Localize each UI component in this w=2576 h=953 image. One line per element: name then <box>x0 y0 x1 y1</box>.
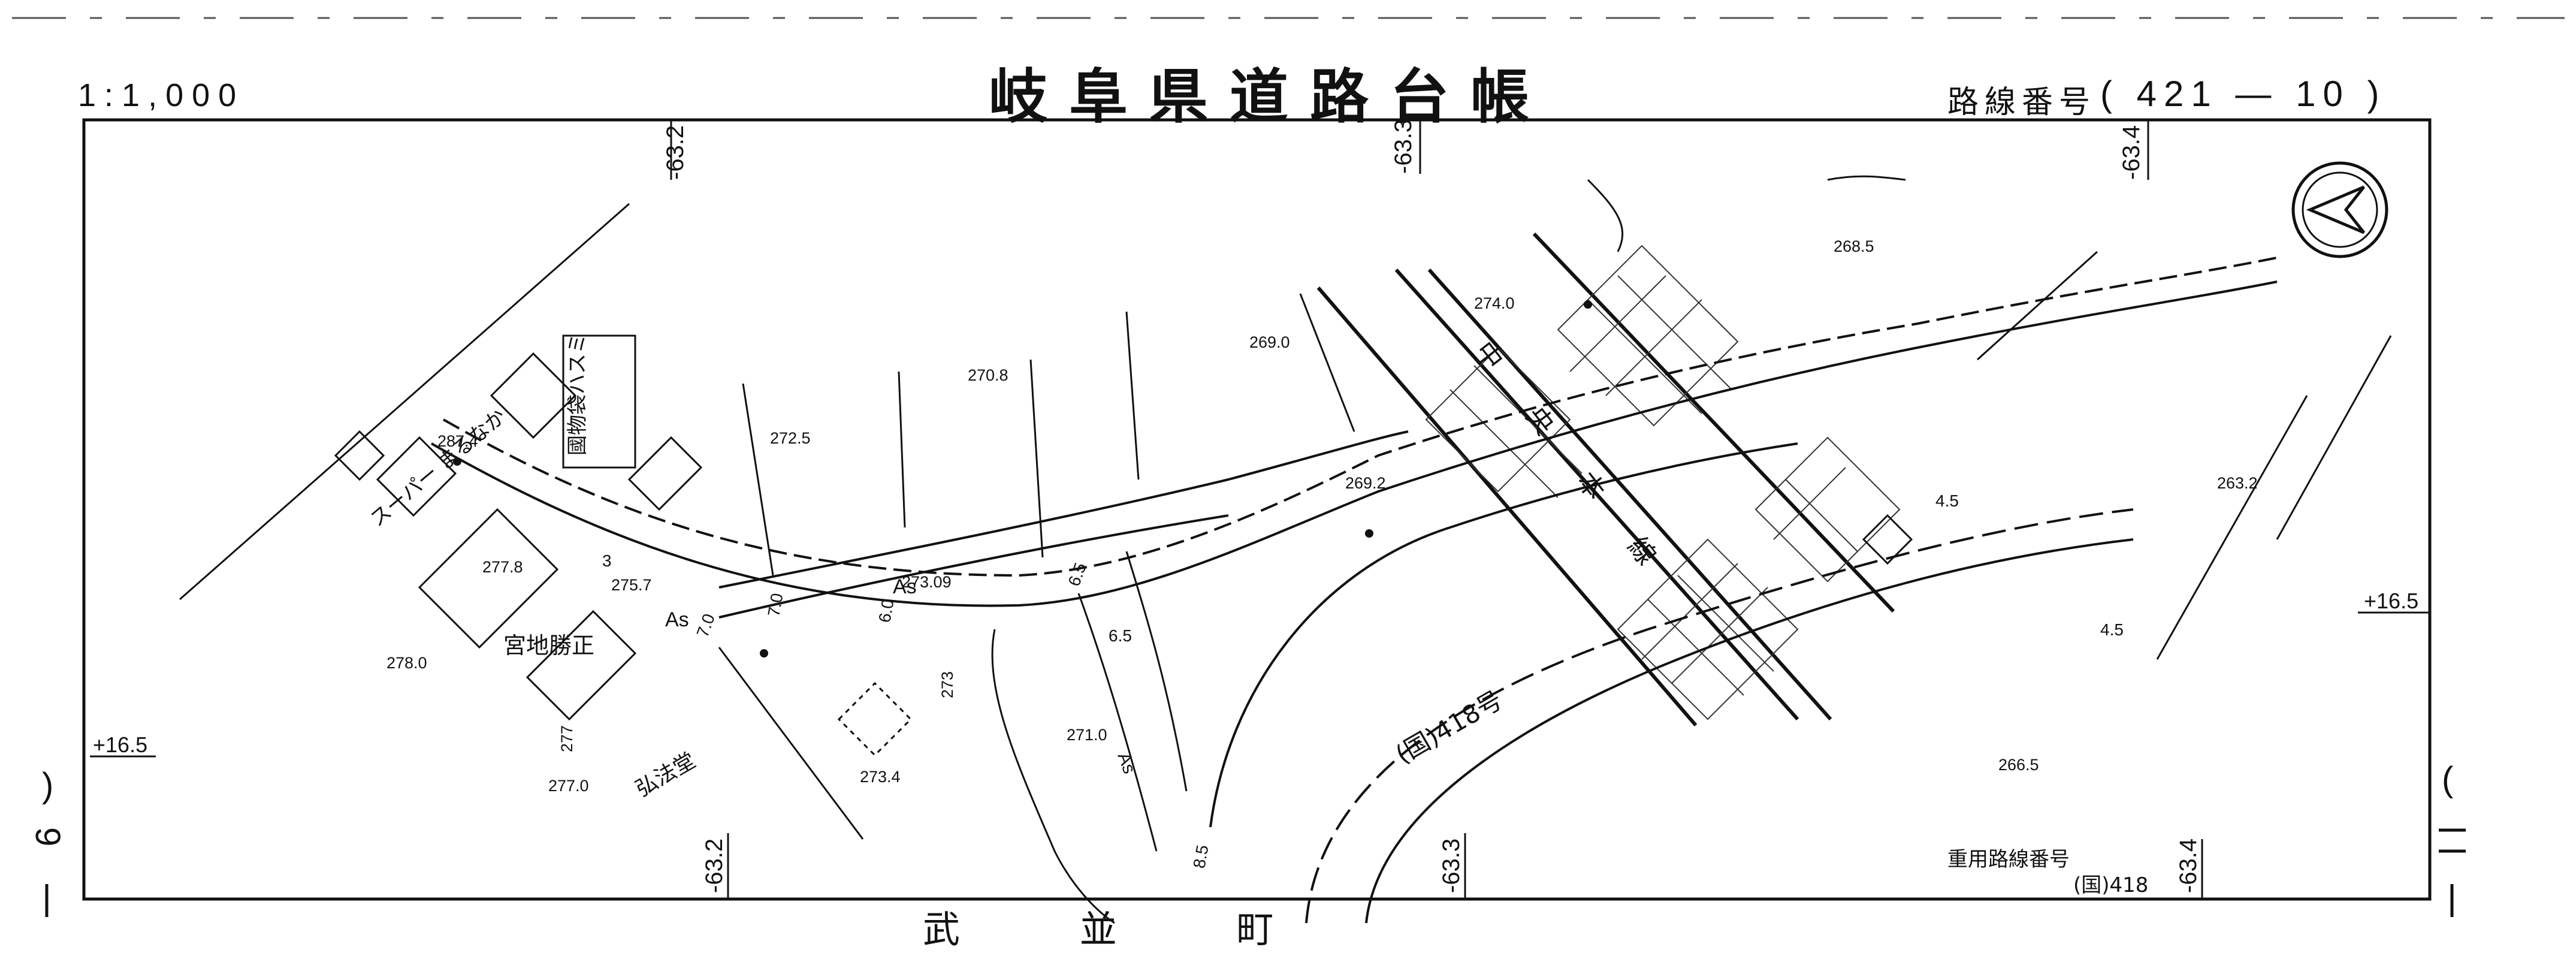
map-symbols <box>453 300 1592 658</box>
hatched-zones <box>1425 245 1901 720</box>
road-width: 3 <box>602 551 612 570</box>
svg-text:9: 9 <box>28 827 67 846</box>
elevation: 270.8 <box>968 366 1008 384</box>
benchmark-icon <box>760 649 768 658</box>
label-railway: 中 央 本 線 <box>1469 336 1677 590</box>
right-page-marker: ( <box>2439 760 2466 917</box>
grid-label-left: +16.5 <box>93 732 147 757</box>
svg-text:(: ( <box>2442 760 2453 799</box>
svg-text:): ) <box>42 766 53 805</box>
map-frame <box>82 118 2432 901</box>
elevation: 268.5 <box>1834 237 1874 255</box>
map-scale: 1:1,000 <box>78 77 245 113</box>
road-width: 4.5 <box>2100 620 2124 639</box>
overlap-route-number: (国)418 <box>2073 873 2148 897</box>
elevation: 273.4 <box>860 768 901 786</box>
route-number-label: 路線番号 <box>1947 85 2097 120</box>
route-number: ( 421 — 10 ) <box>2100 74 2387 114</box>
benchmark-icon <box>1584 300 1592 309</box>
label-asphalt: As <box>665 608 689 631</box>
elevation: 273.09 <box>902 573 952 591</box>
grid-label-bottom-1: -63.2 <box>701 839 727 893</box>
road-width: 6.0 <box>875 598 897 624</box>
road-width: 8.5 <box>1189 843 1212 870</box>
elevation: 269.2 <box>1345 474 1386 492</box>
curve-road <box>991 551 1188 924</box>
grid-label-bottom-3: -63.4 <box>2175 839 2201 893</box>
road-widths: 7.0 7.0 6.0 6.5 6.5 8.5 4.5 4.5 3 <box>602 491 2124 870</box>
road-width: 4.5 <box>1935 491 1959 510</box>
grid-label-right: +16.5 <box>2364 589 2418 613</box>
elevation: 287.4 <box>437 432 478 450</box>
elevation: 269.0 <box>1249 333 1290 351</box>
elevation: 278.0 <box>386 654 427 672</box>
overlap-route-label: 重用路線番号 <box>1947 848 2070 871</box>
grid-ticks <box>90 120 2430 899</box>
label-asphalt: As <box>893 575 917 598</box>
elevation: 274.0 <box>1474 294 1515 312</box>
railway-line <box>1316 232 1895 726</box>
grid-label-top-1: -63.2 <box>662 125 688 180</box>
national-route-418 <box>1209 442 2134 924</box>
north-arrow-icon <box>2291 161 2388 258</box>
grid-label-top-3: -63.4 <box>2118 125 2145 180</box>
grid-label-top-2: -63.3 <box>1390 119 1417 174</box>
benchmark-icon <box>1365 529 1373 538</box>
road-width: 7.0 <box>693 611 718 640</box>
elevation: 273 <box>938 671 956 698</box>
benchmark-icon <box>453 457 461 466</box>
parcel-boundaries <box>179 175 2392 840</box>
elevation: 263.2 <box>2217 474 2258 492</box>
prefectural-road <box>431 257 2278 619</box>
elevation: 277 <box>558 725 576 752</box>
label-supermarket: スーパー まるなか <box>366 405 511 532</box>
elevation: 275.7 <box>611 576 652 594</box>
grid-label-bottom-2: -63.3 <box>1438 839 1464 893</box>
label-residence: 宮地勝正 <box>503 632 594 659</box>
elevation: 277.0 <box>548 777 589 795</box>
elevation: 277.8 <box>482 558 523 576</box>
elevation: 271.0 <box>1067 726 1107 744</box>
road-width: 7.0 <box>764 592 786 618</box>
elevations: 268.5 274.0 269.0 270.8 272.5 269.2 287.… <box>386 237 2258 795</box>
road-width: 6.5 <box>1109 626 1132 645</box>
elevation: 266.5 <box>1998 756 2039 774</box>
label-store: 國物袋ハスミ <box>566 333 590 456</box>
buildings <box>334 334 1913 757</box>
label-temple: 弘法堂 <box>632 748 700 802</box>
road-width: 6.5 <box>1065 560 1090 589</box>
elevation: 272.5 <box>770 429 811 447</box>
left-page-marker: ) 9 <box>28 766 67 917</box>
